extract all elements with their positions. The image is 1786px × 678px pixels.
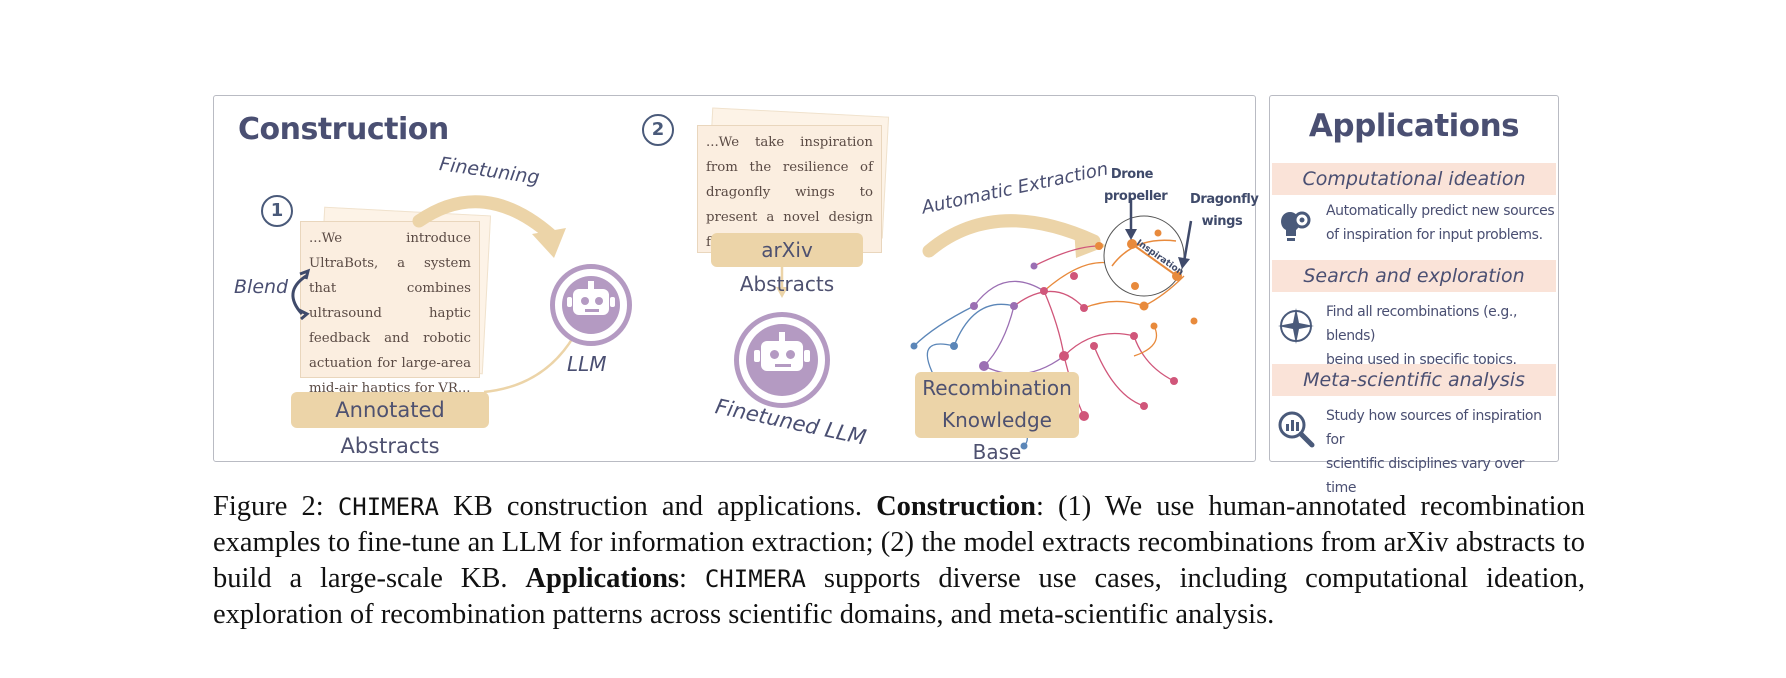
inspiration-zoom-circle <box>1103 198 1193 297</box>
meta-scientific-desc-line1: Study how sources of inspiration for <box>1326 408 1542 448</box>
computational-ideation-desc-line2: of inspiration for input problems. <box>1326 227 1543 243</box>
construction-title: Construction <box>238 112 449 147</box>
compass-icon <box>1278 308 1314 344</box>
meta-scientific-heading: Meta-scientific analysis <box>1272 364 1556 396</box>
blend-label: Blend <box>234 276 289 298</box>
finetuning-arrow-icon <box>412 195 559 243</box>
blend-arrow-icon <box>291 274 307 316</box>
caption-system-name: CHIMERA <box>337 493 439 521</box>
construction-graphics <box>291 195 1198 450</box>
drone-label-line1: Drone <box>1110 167 1154 182</box>
finetuned-llm-robot-icon <box>734 312 830 408</box>
caption-prefix: Figure 2: <box>213 491 338 522</box>
dragonfly-pointer-arrow-icon <box>1182 220 1193 263</box>
construction-panel: Construction 1 ...We introduce UltraBots… <box>213 95 1259 464</box>
kb-label-line2: Knowledge Base <box>942 408 1052 464</box>
llm-robot-icon <box>550 264 632 346</box>
computational-ideation-desc-line1: Automatically predict new sources <box>1326 203 1555 219</box>
caption-part3: : <box>679 563 705 594</box>
caption-applications-bold: Applications <box>525 563 680 594</box>
dragonfly-label-line1: Dragonfly <box>1190 192 1259 207</box>
applications-title: Applications <box>1308 108 1520 144</box>
caption-part1: KB construction and applications. <box>438 491 877 522</box>
dragonfly-wings-label: Dragonfly wings <box>1190 189 1259 233</box>
search-exploration-heading: Search and exploration <box>1272 260 1556 292</box>
extraction-arrow-icon <box>922 214 1101 258</box>
caption-part4: supports diverse use cases, including co… <box>213 563 1585 630</box>
applications-panel: Applications Computational ideation Auto… <box>1269 95 1559 496</box>
caption-construction-bold: Construction <box>876 491 1037 522</box>
meta-scientific-desc-line2: scientific disciplines vary over time <box>1326 456 1525 496</box>
computational-ideation-heading: Computational ideation <box>1272 163 1556 195</box>
figure-caption: Figure 2: CHIMERA KB construction and ap… <box>213 489 1585 633</box>
llm-label: LLM <box>567 352 607 376</box>
step-1-badge: 1 <box>261 195 293 227</box>
drone-label-line2: propeller <box>1104 189 1168 204</box>
kb-label-line1: Recombination <box>922 376 1072 400</box>
annotated-abstracts-label: Annotated Abstracts <box>291 392 489 458</box>
caption-part2: : (1) We use human-annotated recombinati… <box>213 491 1585 594</box>
arxiv-abstracts-label: arXiv Abstracts <box>711 233 863 296</box>
dragonfly-label-line2: wings <box>1201 214 1243 229</box>
step-2-badge: 2 <box>642 114 674 146</box>
drone-propeller-label: Drone propeller <box>1104 164 1168 208</box>
search-exploration-desc: Find all recombinations (e.g., blends) b… <box>1326 300 1558 372</box>
recombination-kb-label: Recombination Knowledge Base <box>915 372 1079 464</box>
magnifier-chart-icon <box>1278 411 1315 448</box>
search-exploration-desc-line1: Find all recombinations (e.g., blends) <box>1326 304 1518 344</box>
caption-system-name-2: CHIMERA <box>704 565 806 593</box>
computational-ideation-desc: Automatically predict new sources of ins… <box>1326 199 1555 247</box>
meta-scientific-desc: Study how sources of inspiration for sci… <box>1326 404 1558 500</box>
lightbulb-gear-icon <box>1281 211 1311 241</box>
